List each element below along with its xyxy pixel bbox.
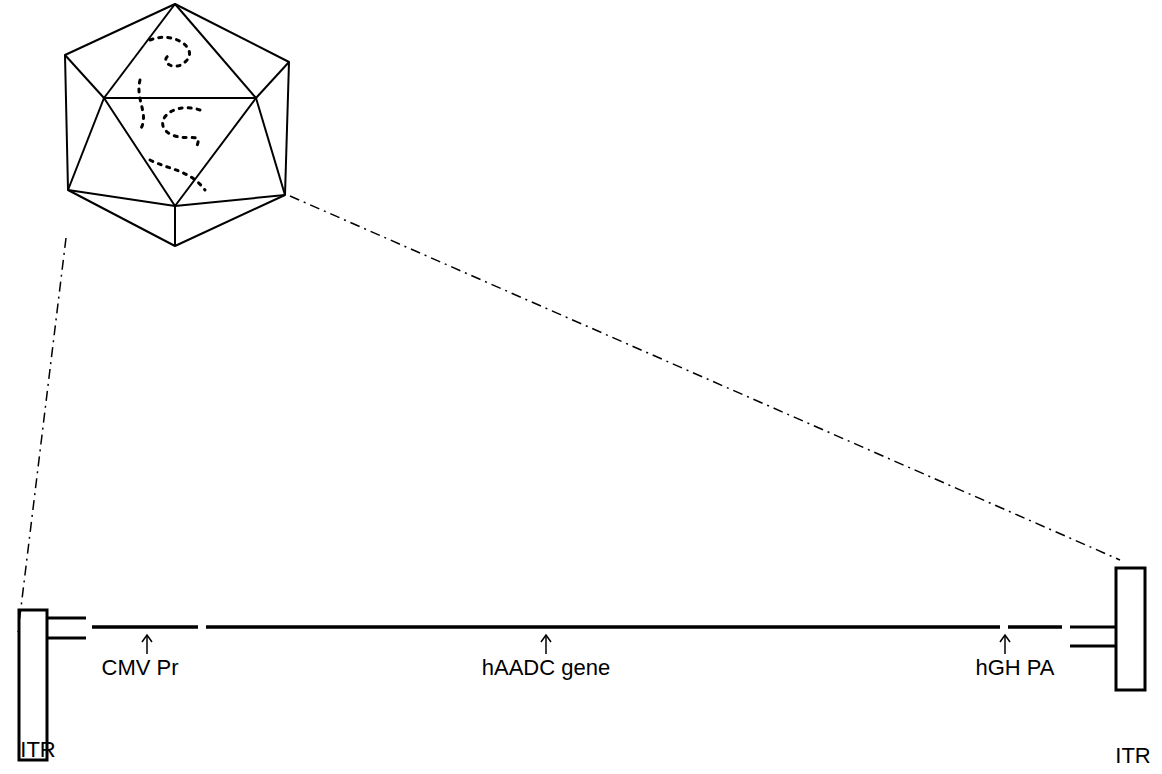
itr-right	[1070, 568, 1145, 690]
element-label: CMV Pr	[102, 656, 179, 680]
pointer-arrow	[142, 635, 1010, 654]
element-label: hGH PA	[975, 656, 1054, 680]
capsid-icosahedron	[65, 4, 289, 246]
itr-label: ITR	[20, 738, 55, 762]
itr-label: ITR	[1115, 744, 1150, 768]
leader-dash	[18, 196, 1120, 632]
construct-line	[92, 625, 1062, 629]
gene-label: hAADC gene	[482, 656, 610, 680]
genome-squiggle	[139, 37, 205, 190]
